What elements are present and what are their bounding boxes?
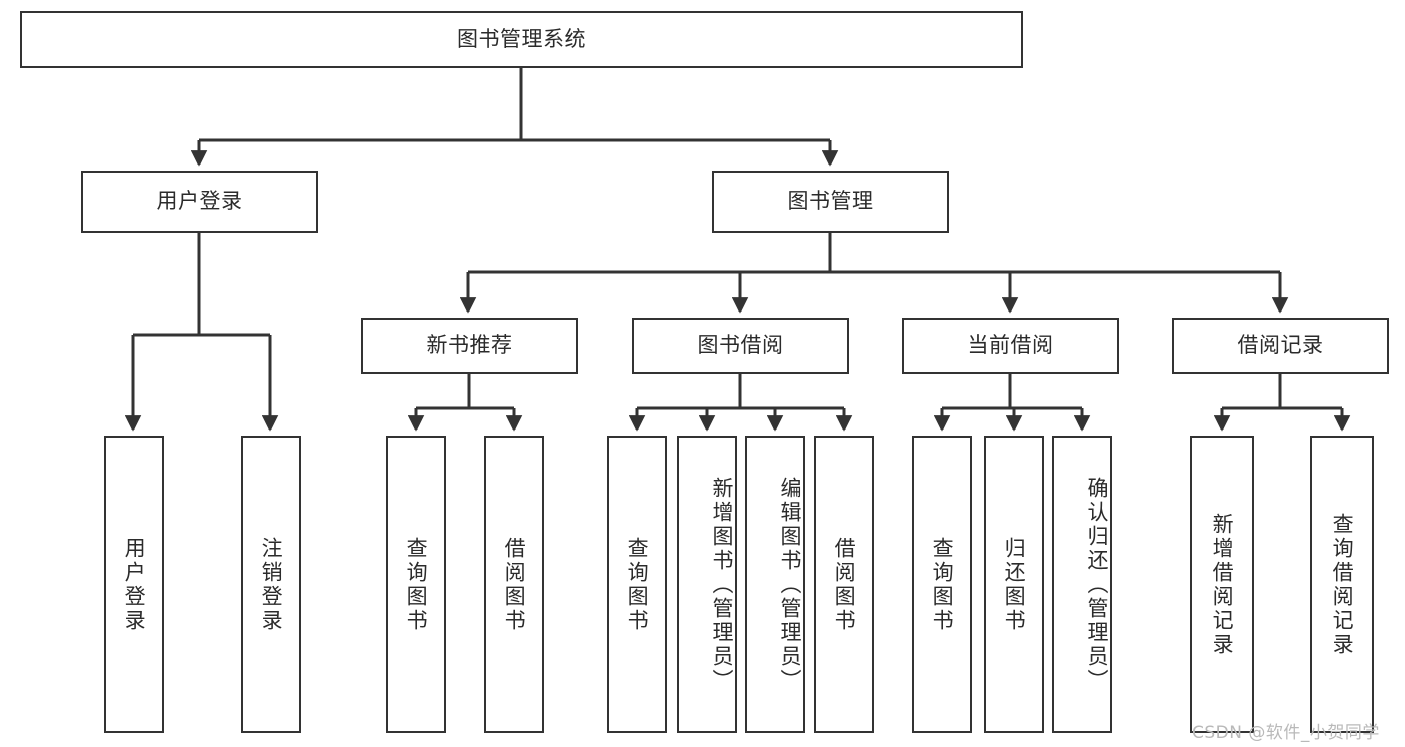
leaf-bb-add-book-admin[interactable]: 新增图书（管理员） — [677, 436, 737, 733]
node-root[interactable]: 图书管理系统 — [20, 11, 1023, 68]
leaf-cb-confirm-return-admin[interactable]: 确认归还（管理员） — [1052, 436, 1112, 733]
leaf-bb-borrow-book[interactable]: 借阅图书 — [814, 436, 874, 733]
node-current-borrow[interactable]: 当前借阅 — [902, 318, 1119, 374]
node-borrow-record-label: 借阅记录 — [1237, 333, 1324, 358]
node-book-borrow-label: 图书借阅 — [697, 333, 784, 358]
leaf-bb-query-book[interactable]: 查询图书 — [607, 436, 667, 733]
leaf-logout-label: 注销登录 — [259, 536, 284, 633]
node-borrow-record[interactable]: 借阅记录 — [1172, 318, 1389, 374]
leaf-bb-add-book-admin-label: 新增图书（管理员） — [710, 476, 734, 693]
node-book-management[interactable]: 图书管理 — [712, 171, 949, 233]
watermark-text: CSDN @软件_小贺同学 — [1192, 723, 1380, 743]
leaf-bb-edit-book-admin-label: 编辑图书（管理员） — [778, 476, 802, 693]
leaf-user-login[interactable]: 用户登录 — [104, 436, 164, 733]
leaf-bb-query-book-label: 查询图书 — [625, 536, 650, 633]
leaf-cb-confirm-return-admin-label: 确认归还（管理员） — [1085, 476, 1109, 693]
node-root-label: 图书管理系统 — [457, 26, 586, 51]
leaf-br-query-record[interactable]: 查询借阅记录 — [1310, 436, 1374, 733]
leaf-br-query-record-label: 查询借阅记录 — [1330, 512, 1355, 657]
leaf-user-login-label: 用户登录 — [122, 536, 147, 633]
leaf-logout[interactable]: 注销登录 — [241, 436, 301, 733]
leaf-cb-query-book-label: 查询图书 — [930, 536, 955, 633]
leaf-bb-borrow-book-label: 借阅图书 — [832, 536, 857, 633]
leaf-nbr-borrow-book-label: 借阅图书 — [502, 536, 527, 633]
leaf-cb-return-book[interactable]: 归还图书 — [984, 436, 1044, 733]
node-user-login-label: 用户登录 — [156, 189, 243, 214]
node-book-borrow[interactable]: 图书借阅 — [632, 318, 849, 374]
node-user-login[interactable]: 用户登录 — [81, 171, 318, 233]
leaf-cb-query-book[interactable]: 查询图书 — [912, 436, 972, 733]
node-new-book-recommend[interactable]: 新书推荐 — [361, 318, 578, 374]
leaf-nbr-query-book-label: 查询图书 — [404, 536, 429, 633]
leaf-nbr-borrow-book[interactable]: 借阅图书 — [484, 436, 544, 733]
leaf-cb-return-book-label: 归还图书 — [1002, 536, 1027, 633]
leaf-nbr-query-book[interactable]: 查询图书 — [386, 436, 446, 733]
node-book-management-label: 图书管理 — [787, 189, 874, 214]
node-new-book-recommend-label: 新书推荐 — [426, 333, 513, 358]
leaf-br-add-record[interactable]: 新增借阅记录 — [1190, 436, 1254, 733]
leaf-bb-edit-book-admin[interactable]: 编辑图书（管理员） — [745, 436, 805, 733]
watermark: CSDN @软件_小贺同学 — [1192, 718, 1380, 743]
leaf-br-add-record-label: 新增借阅记录 — [1210, 512, 1235, 657]
node-current-borrow-label: 当前借阅 — [967, 333, 1054, 358]
